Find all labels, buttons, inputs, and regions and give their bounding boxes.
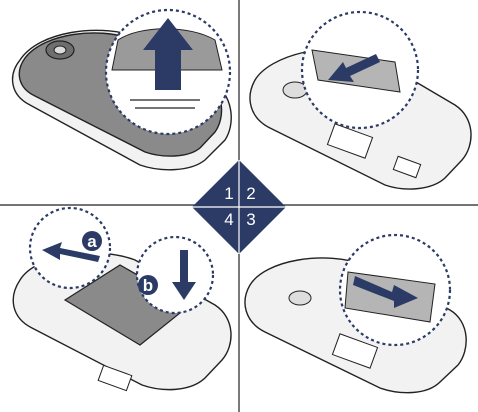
step-3-insert-sim [245,235,466,393]
callout-b: b [143,276,153,295]
step-number-badge: 1 2 3 4 [192,160,286,254]
step-1-label: 1 [224,184,233,203]
step-2-remove-sim [250,12,471,189]
step-4-insert-battery: a b [13,208,231,391]
step-3-label: 3 [246,210,255,229]
step-4-label: 4 [224,210,233,229]
zoom-circle-b [137,237,213,313]
step-2-label: 2 [246,184,255,203]
step-1-remove-back-cover [13,10,232,170]
callout-a: a [87,232,97,251]
